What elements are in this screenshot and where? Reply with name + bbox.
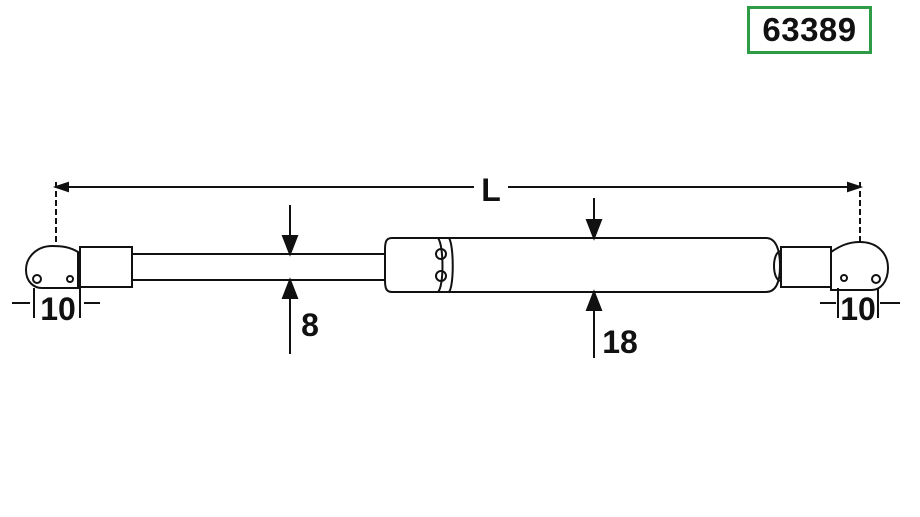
length-arrow-right [847,181,864,193]
right-fitting-label: 10 [840,291,876,327]
right-socket-pin [840,274,848,282]
cylinder-seal-line-1 [437,237,444,293]
right-neck [773,250,781,282]
length-arrow-left [52,181,69,193]
cylinder-body [384,237,782,293]
rod-arrow-bottom [281,277,299,299]
right-end-fitting [780,246,832,288]
rod-arrow-top [281,235,299,257]
body-diameter-label: 18 [602,324,638,360]
body-arrow-bottom [585,289,603,311]
part-number: 63389 [762,11,857,48]
part-number-badge: 63389 [747,6,872,54]
cylinder-hole-upper [435,248,447,260]
rod-diameter-label: 8 [301,307,319,343]
left-end-fitting [79,246,133,288]
left-ball-socket [24,244,79,289]
body-arrow-top [585,219,603,241]
left-socket-pin [66,275,74,283]
cylinder-seal-line-2 [448,237,454,293]
cylinder-hole-lower [435,270,447,282]
length-label: L [481,172,501,208]
left-fitting-label: 10 [40,291,76,327]
left-socket-hole [32,274,42,284]
right-socket-hole [871,274,881,284]
right-ball-socket [830,240,890,291]
